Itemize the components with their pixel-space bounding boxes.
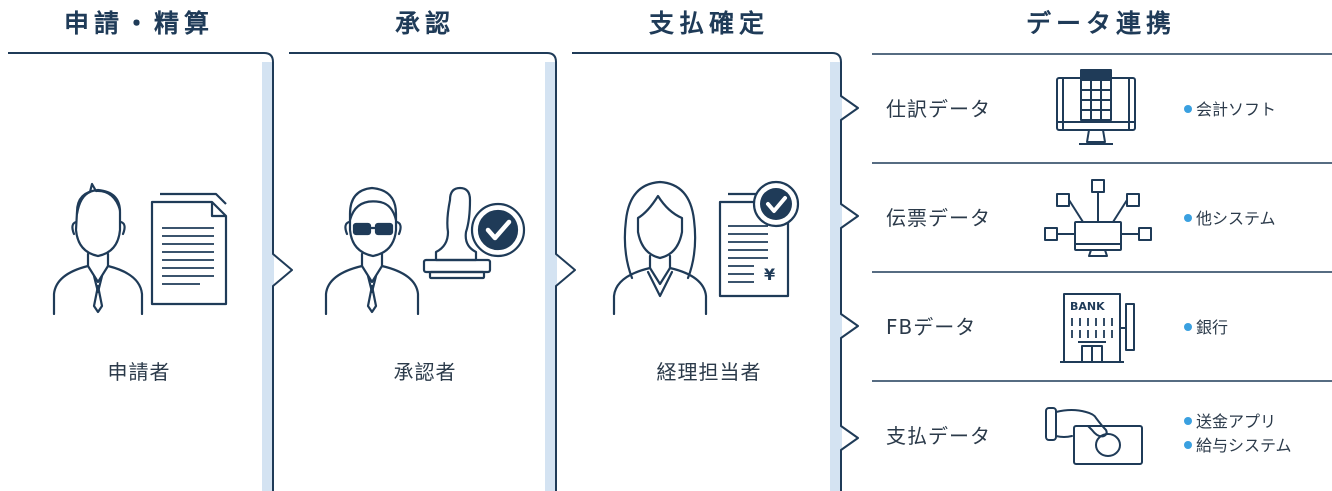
hand-money-icon [1045,407,1143,465]
svg-text:BANK: BANK [1070,300,1105,313]
stage-title-application: 申請・精算 [63,9,214,38]
actor-label-applicant: 申請者 [107,360,171,384]
applicant-document-icon [52,182,228,315]
panel-outlines [8,52,859,491]
destination-list-payment: 送金アプリ 給与システム [1184,410,1292,458]
row-label-journal: 仕訳データ [886,97,991,121]
bullet-dot [1184,416,1192,425]
accountant-invoice-icon: ¥ [612,180,800,315]
panel-applicant [8,52,293,491]
destination-list-fb: 銀行 [1184,316,1228,340]
panel-accountant [572,52,859,491]
actor-label-approver: 承認者 [393,360,457,384]
row-label-voucher: 伝票データ [886,206,991,230]
network-system-icon [1044,179,1152,257]
approver-stamp-icon [324,186,526,315]
row-label-payment: 支払データ [886,424,991,448]
stage-title-data-link: データ連携 [1025,9,1176,38]
bullet-dot [1184,322,1192,331]
stage-title-approval: 承認 [394,9,455,38]
bullet-dot [1184,440,1192,449]
row-dividers [872,53,1332,382]
panel-shading [262,62,842,491]
row-label-fb: FBデータ [886,315,977,339]
stage-title-payment: 支払確定 [648,9,769,38]
destination-item: 送金アプリ [1184,410,1292,434]
bullet-dot [1184,104,1192,113]
computer-spreadsheet-icon [1056,69,1136,145]
destination-item: 銀行 [1184,316,1228,340]
destination-list-voucher: 他システム [1184,207,1276,231]
destination-item: 給与システム [1184,434,1292,458]
panel-approver [289,52,576,491]
destination-item: 他システム [1184,207,1276,231]
bank-building-icon: BANK [1060,293,1135,363]
svg-text:¥: ¥ [764,265,775,284]
actor-label-accountant: 経理担当者 [656,360,762,384]
destination-item: 会計ソフト [1184,98,1276,122]
bullet-dot [1184,213,1192,222]
destination-list-journal: 会計ソフト [1184,98,1276,122]
